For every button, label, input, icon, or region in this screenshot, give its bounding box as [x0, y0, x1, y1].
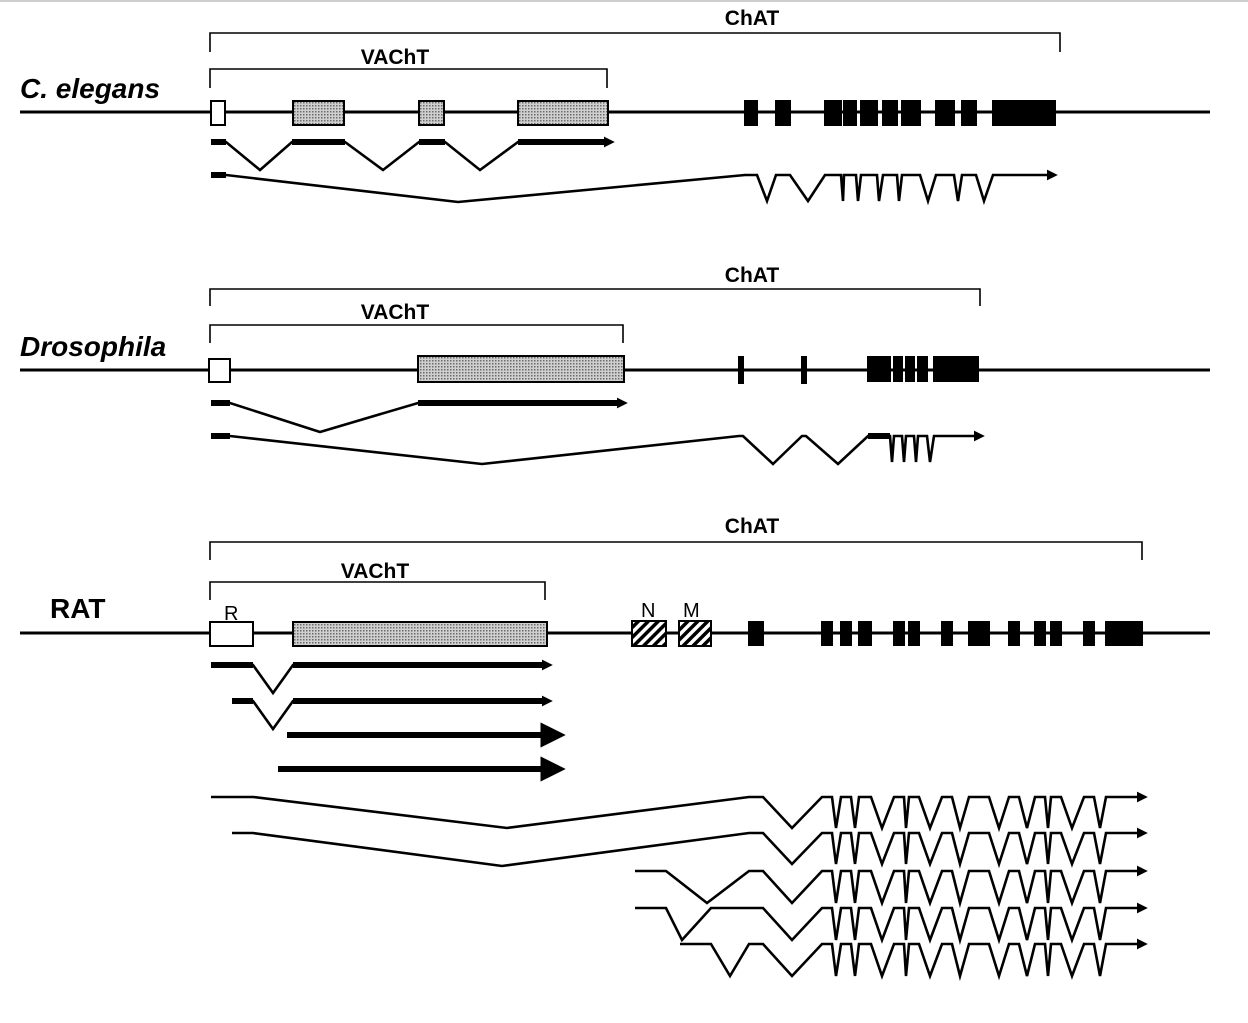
- species-label-c-elegans: C. elegans: [20, 73, 160, 104]
- exon-c-elegans-vacht-2: [418, 100, 445, 126]
- exon-c-elegans-chat: [882, 100, 898, 126]
- exon-drosophila-chat: [917, 356, 928, 382]
- exon-drosophila-chat: [738, 356, 744, 384]
- vacht-bracket-c-elegans: [209, 68, 608, 88]
- exon-c-elegans-open: [210, 100, 226, 126]
- rat-panel: RAT ChAT VAChT R N M: [20, 515, 1210, 982]
- exon-rat-chat: [821, 621, 833, 646]
- exon-rat-chat: [840, 621, 852, 646]
- chat-exons-rat: [748, 621, 1143, 646]
- exon-rat-n: [631, 620, 667, 647]
- chat-bracket-c-elegans: [209, 32, 1061, 52]
- vacht-label-drosophila: VAChT: [361, 301, 430, 324]
- species-label-drosophila: Drosophila: [20, 331, 166, 362]
- transcript-c-elegans-vacht: [211, 136, 615, 172]
- drosophila-panel: Drosophila ChAT VAChT: [20, 264, 1210, 466]
- vacht-label-c-elegans: VAChT: [361, 46, 430, 69]
- exon-rat-chat: [1050, 621, 1062, 646]
- chat-bracket-drosophila: [209, 288, 981, 306]
- exon-c-elegans-chat: [843, 100, 857, 126]
- exon-rat-chat: [1083, 621, 1095, 646]
- exon-rat-r: [209, 621, 254, 647]
- exon-label-r: R: [224, 603, 238, 625]
- exon-drosophila-chat: [867, 356, 891, 382]
- transcript-rat-vacht-1: [211, 659, 553, 696]
- exon-label-n: N: [641, 600, 655, 622]
- vacht-bracket-rat: [209, 581, 546, 600]
- exon-c-elegans-chat: [824, 100, 842, 126]
- exon-drosophila-chat: [905, 356, 915, 382]
- vacht-label-rat: VAChT: [341, 560, 410, 583]
- chat-label-drosophila: ChAT: [725, 264, 780, 287]
- transcript-rat-chat-3: [635, 865, 1148, 909]
- exon-c-elegans-chat: [860, 100, 878, 126]
- exon-drosophila-chat: [893, 356, 903, 382]
- exon-label-m: M: [683, 600, 700, 622]
- exon-c-elegans-vacht-3: [517, 100, 609, 126]
- exon-c-elegans-chat: [901, 100, 921, 126]
- exon-rat-chat: [908, 621, 920, 646]
- chat-bracket-rat: [209, 541, 1143, 560]
- exon-rat-chat: [893, 621, 905, 646]
- exon-drosophila-vacht: [417, 355, 625, 383]
- exon-rat-chat: [1034, 621, 1046, 646]
- exon-c-elegans-chat: [961, 100, 977, 126]
- transcript-rat-chat-2: [232, 827, 1148, 869]
- exon-drosophila-chat: [801, 356, 807, 384]
- transcript-drosophila-vacht: [211, 397, 628, 434]
- exon-rat-chat: [748, 621, 764, 646]
- transcript-rat-chat-4: [635, 902, 1148, 946]
- transcript-rat-chat-5: [680, 938, 1148, 982]
- chat-exons-drosophila: [738, 356, 979, 384]
- exon-rat-vacht: [292, 621, 548, 647]
- transcript-rat-chat-1: [211, 791, 1148, 833]
- c-elegans-panel: C. elegans ChAT VAChT: [20, 7, 1210, 206]
- transcript-rat-vacht-2: [232, 695, 553, 732]
- chat-exons-c-elegans: [744, 100, 1056, 126]
- exon-c-elegans-chat: [992, 100, 1056, 126]
- transcript-c-elegans-chat: [211, 169, 1058, 206]
- transcript-drosophila-chat: [211, 430, 985, 466]
- exon-c-elegans-vacht-1: [292, 100, 345, 126]
- exon-rat-m: [678, 620, 712, 647]
- chat-label-rat: ChAT: [725, 515, 780, 538]
- exon-rat-chat: [968, 621, 990, 646]
- exon-drosophila-chat: [933, 356, 979, 382]
- exon-c-elegans-chat: [935, 100, 955, 126]
- exon-rat-chat: [858, 621, 872, 646]
- exon-rat-chat: [1008, 621, 1020, 646]
- exon-c-elegans-chat: [775, 100, 791, 126]
- exon-rat-chat: [941, 621, 953, 646]
- exon-c-elegans-chat: [744, 100, 758, 126]
- vacht-bracket-drosophila: [209, 324, 624, 343]
- exon-drosophila-open: [208, 358, 231, 383]
- species-label-rat: RAT: [50, 593, 105, 624]
- exon-rat-chat: [1105, 621, 1143, 646]
- chat-label-c-elegans: ChAT: [725, 7, 780, 30]
